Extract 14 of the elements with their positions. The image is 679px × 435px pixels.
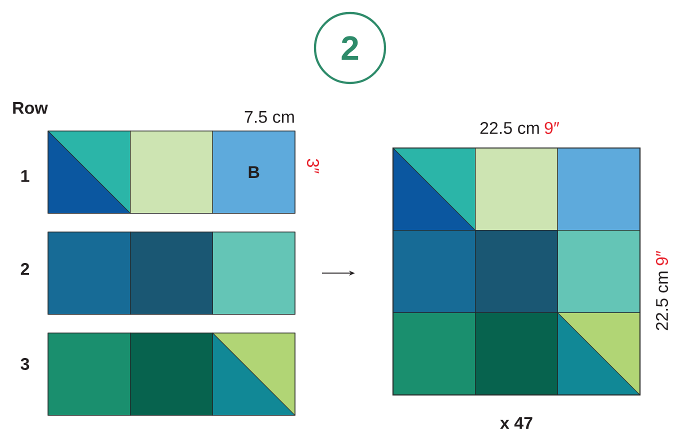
cell-letter: B	[248, 166, 260, 178]
dimension-label: 9″	[656, 250, 668, 266]
quilt-block-drawing	[392, 147, 641, 396]
fabric-strip	[48, 130, 296, 214]
fabric-strip	[48, 332, 296, 416]
row-number: 3	[20, 358, 30, 370]
column-heading: Row	[13, 102, 48, 114]
fabric-strip	[48, 232, 296, 315]
row-number: 1	[21, 170, 30, 182]
row-number: 2	[20, 263, 30, 275]
dimension-label: 3″	[306, 158, 320, 174]
dimension-label: 7.5 cm	[244, 111, 294, 123]
dimension-label: 22.5 cm	[656, 272, 668, 330]
repeat-count: x 47	[500, 417, 532, 429]
